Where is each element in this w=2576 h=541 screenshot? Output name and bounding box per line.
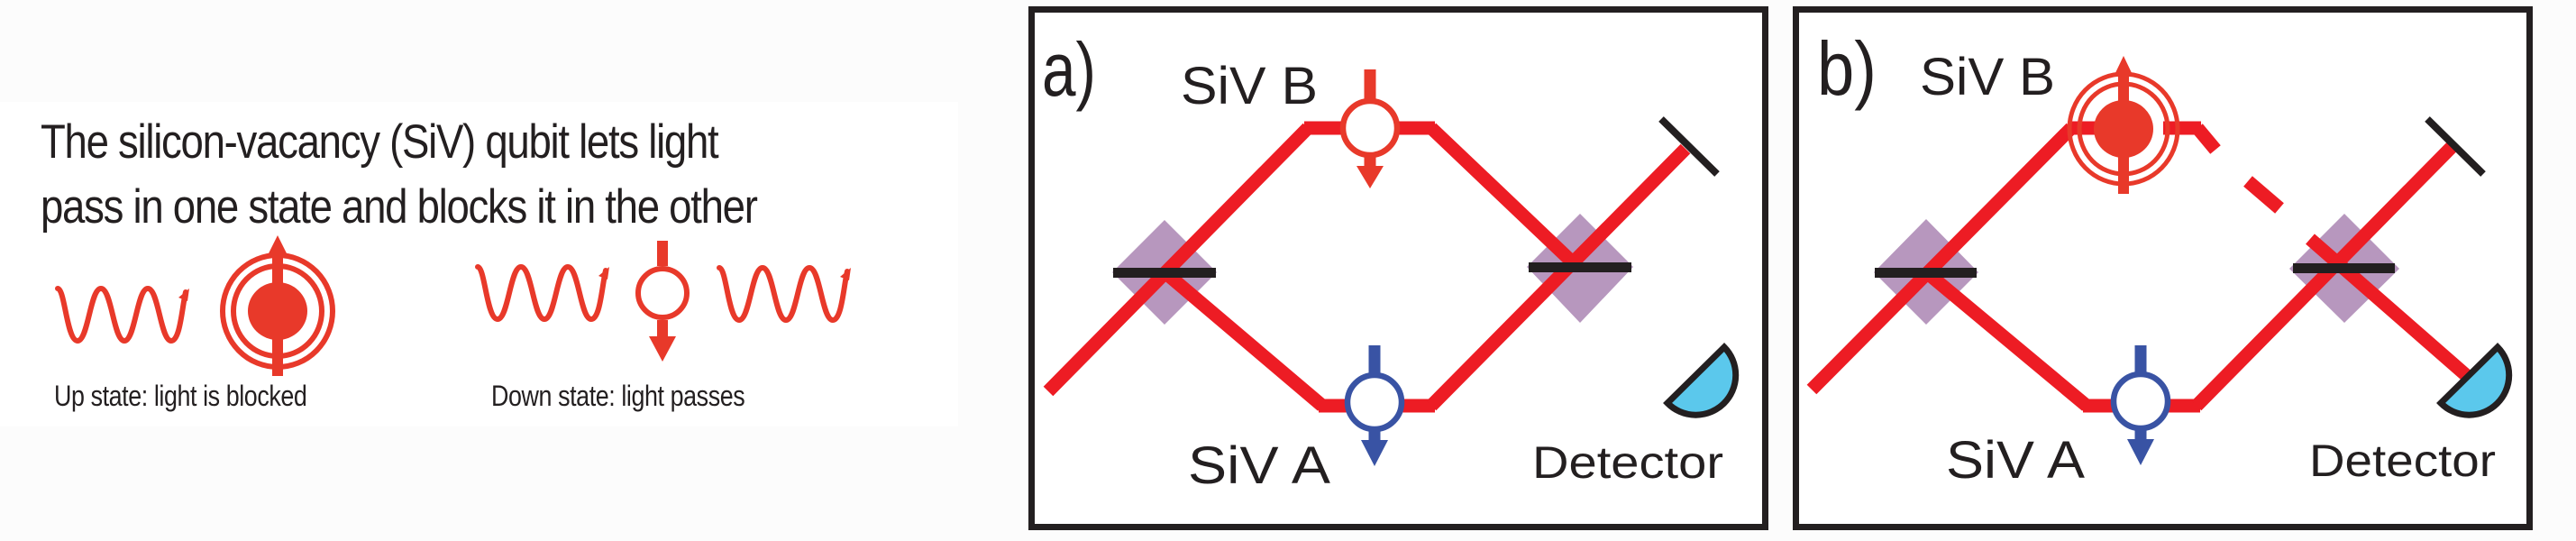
detector-icon <box>1663 343 1740 418</box>
legend-caption-line2: pass in one state and blocks it in the o… <box>41 180 758 234</box>
legend-wave-incoming-icon <box>478 267 609 319</box>
detector-icon <box>2436 343 2513 418</box>
legend-down-state-siv-icon <box>635 241 690 362</box>
siv-a-down-icon <box>1344 345 1405 466</box>
panel-b-detector-label: Detector <box>2309 436 2496 486</box>
panel-a-diagram: a) SiV B SiV A Detector <box>1042 27 1740 495</box>
legend-wave-blocked-icon <box>58 289 189 341</box>
siv-a-down-icon <box>2110 345 2171 465</box>
beam-splitter-left-bar <box>1113 268 1216 278</box>
up-state-label: Up state: light is blocked <box>54 380 307 412</box>
siv-b-down-icon <box>1339 69 1401 188</box>
panel-b-siv-a-label: SiV A <box>1946 431 2085 490</box>
beam-splitter-right-bar <box>1529 262 1631 272</box>
beam-splitter-right-bar <box>2293 263 2395 273</box>
siv-b-up-icon <box>2067 56 2180 194</box>
legend-up-state-siv-icon <box>220 235 335 376</box>
panel-b-diagram: b) SiV B SiV A Detector <box>1806 26 2513 490</box>
panel-a-detector-label: Detector <box>1532 437 1723 488</box>
legend-wave-outgoing-icon <box>719 268 851 320</box>
laser-beam-path <box>1043 121 1691 413</box>
legend-caption-line1: The silicon-vacancy (SiV) qubit lets lig… <box>41 115 719 169</box>
laser-beam-path <box>1806 121 2471 413</box>
beam-splitter-left-bar <box>1875 268 1977 278</box>
panel-a-siv-b-label: SiV B <box>1181 57 1318 115</box>
mirror-icon <box>1658 116 1720 177</box>
panel-b-siv-b-label: SiV B <box>1920 48 2055 106</box>
down-state-label: Down state: light passes <box>491 380 745 412</box>
mirror-icon <box>2425 116 2486 177</box>
panel-a-siv-a-label: SiV A <box>1188 436 1330 495</box>
legend-background <box>0 102 958 426</box>
panel-a-label: a) <box>1042 27 1096 112</box>
panel-b-label: b) <box>1817 26 1877 111</box>
